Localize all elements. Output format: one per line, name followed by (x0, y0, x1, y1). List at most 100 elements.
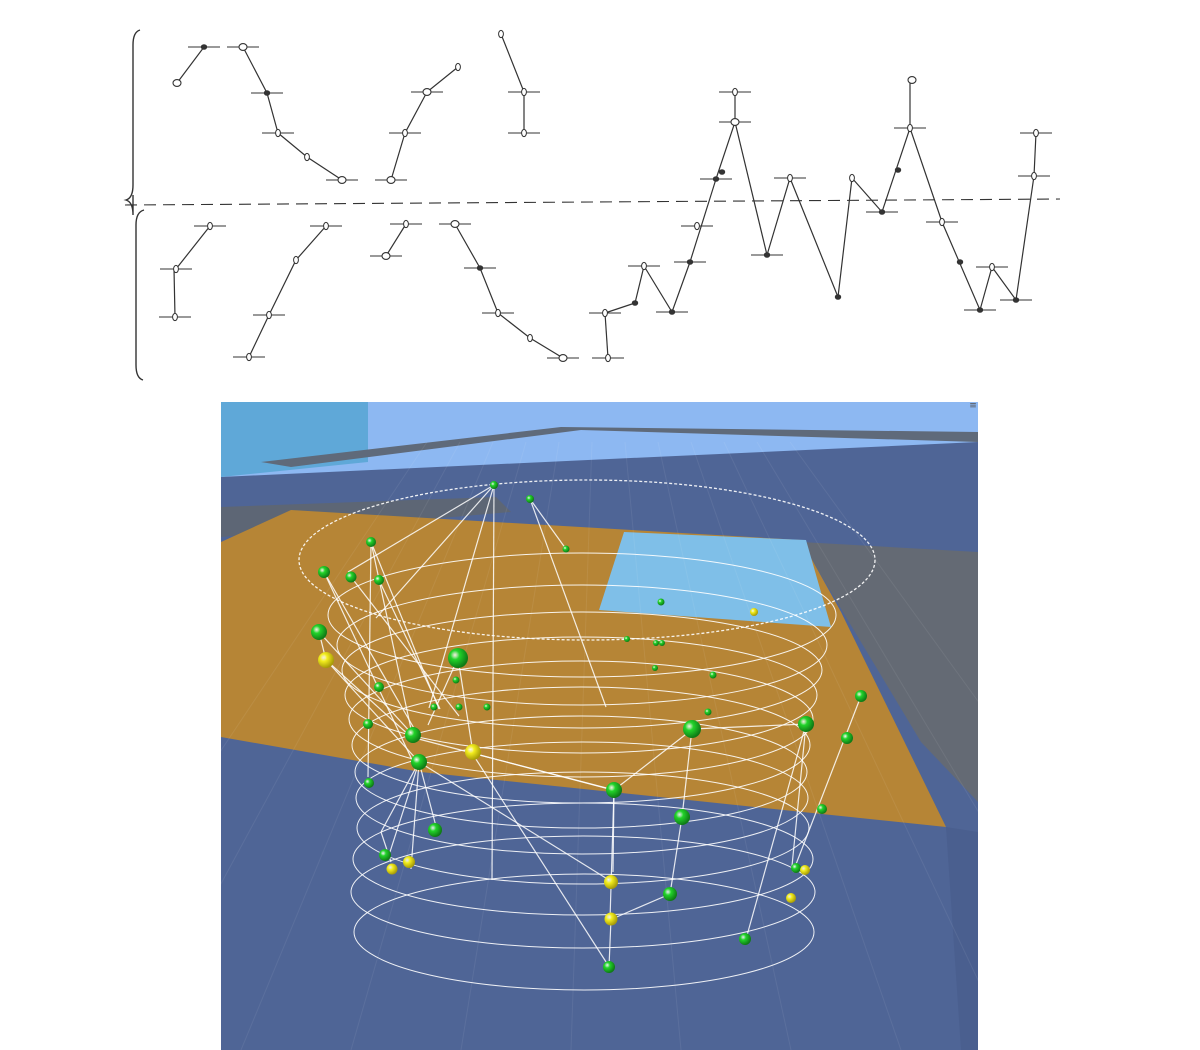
yellow-node (604, 875, 618, 889)
floor-grid-line (570, 441, 593, 1050)
node-link (367, 541, 372, 778)
filled-note (712, 176, 720, 182)
hamburger-icon[interactable]: ≡ (969, 402, 977, 411)
helix-scene: ≡ (221, 402, 978, 1050)
node-link (318, 631, 414, 736)
open-note (450, 220, 460, 228)
green-node (791, 863, 801, 873)
filled-note (976, 307, 984, 313)
floor-grid-line (221, 441, 428, 752)
node-link (347, 484, 495, 573)
floor-grid-line (723, 441, 978, 982)
node-link (611, 893, 671, 920)
green-node (659, 640, 665, 646)
small-note (173, 264, 179, 274)
open-note (558, 354, 568, 362)
node-link (370, 541, 412, 730)
filled-note (263, 90, 271, 96)
node-link (325, 659, 420, 763)
node-link (350, 576, 460, 717)
small-note (989, 262, 995, 272)
green-node (490, 481, 498, 489)
node-link (613, 727, 695, 791)
floor-grid-line (460, 441, 560, 1050)
open-note (337, 176, 347, 184)
sketch-stroke (248, 225, 327, 358)
small-note (602, 308, 608, 318)
green-node (652, 665, 658, 671)
small-note (266, 310, 272, 320)
helix-ring (355, 741, 809, 855)
yellow-node (786, 893, 796, 903)
filled-note (631, 300, 639, 306)
floor-grid-line (657, 441, 792, 1050)
filled-note (834, 294, 842, 300)
sketch-stroke (689, 178, 717, 263)
helix-ring (336, 584, 828, 706)
green-node (663, 887, 677, 901)
small-note (172, 312, 178, 322)
filled-note (200, 44, 208, 50)
node-link (471, 752, 609, 966)
open-note (907, 76, 917, 84)
sketch-stroke (604, 312, 609, 359)
node-link (380, 761, 420, 833)
helix-ring (350, 835, 816, 949)
sketch-stroke (385, 223, 407, 257)
sketch-stroke (500, 33, 525, 133)
helix-ring (327, 552, 837, 678)
sketch-stroke (176, 46, 205, 84)
node-link (427, 657, 459, 726)
green-node (448, 648, 468, 668)
floor-grid-line (240, 441, 494, 1050)
yellow-node (750, 608, 758, 616)
green-node (452, 676, 460, 684)
brace-lower (135, 209, 145, 381)
green-node (603, 961, 615, 973)
filled-note (1012, 297, 1020, 303)
small-note (1033, 128, 1039, 138)
scene-canvas (221, 402, 978, 1050)
yellow-node (465, 744, 481, 760)
sky (221, 402, 978, 477)
green-node (855, 690, 867, 702)
open-note (381, 252, 391, 260)
green-node (405, 727, 421, 743)
green-node (364, 778, 374, 788)
node-link (323, 571, 414, 763)
green-node (363, 719, 373, 729)
sketch-stroke (175, 225, 211, 270)
small-note (304, 152, 310, 162)
small-note (455, 62, 461, 72)
green-node (739, 933, 751, 945)
node-link (410, 736, 473, 754)
floor-grid-line (789, 441, 978, 703)
right-gray-slab (801, 542, 978, 802)
small-note (495, 308, 501, 318)
node-link (323, 571, 420, 738)
green-node (526, 495, 534, 503)
green-node (374, 682, 384, 692)
green-node (674, 809, 690, 825)
small-note (605, 353, 611, 363)
filled-note (668, 309, 676, 315)
floor-grid-line (221, 441, 461, 885)
floor-grid-line (756, 441, 978, 813)
green-node (704, 708, 712, 716)
filled-note (956, 259, 964, 265)
small-note (403, 219, 409, 229)
green-node (374, 575, 384, 585)
sketch-stroke (173, 268, 176, 318)
small-note (521, 87, 527, 97)
green-node (311, 624, 327, 640)
node-link (745, 723, 807, 940)
small-note (498, 29, 504, 39)
node-link (388, 761, 420, 856)
green-node (709, 671, 717, 679)
yellow-node (403, 856, 415, 868)
node-link (325, 659, 412, 738)
green-node (318, 566, 330, 578)
small-note (527, 333, 533, 343)
green-node (798, 716, 814, 732)
green-node (562, 545, 570, 553)
